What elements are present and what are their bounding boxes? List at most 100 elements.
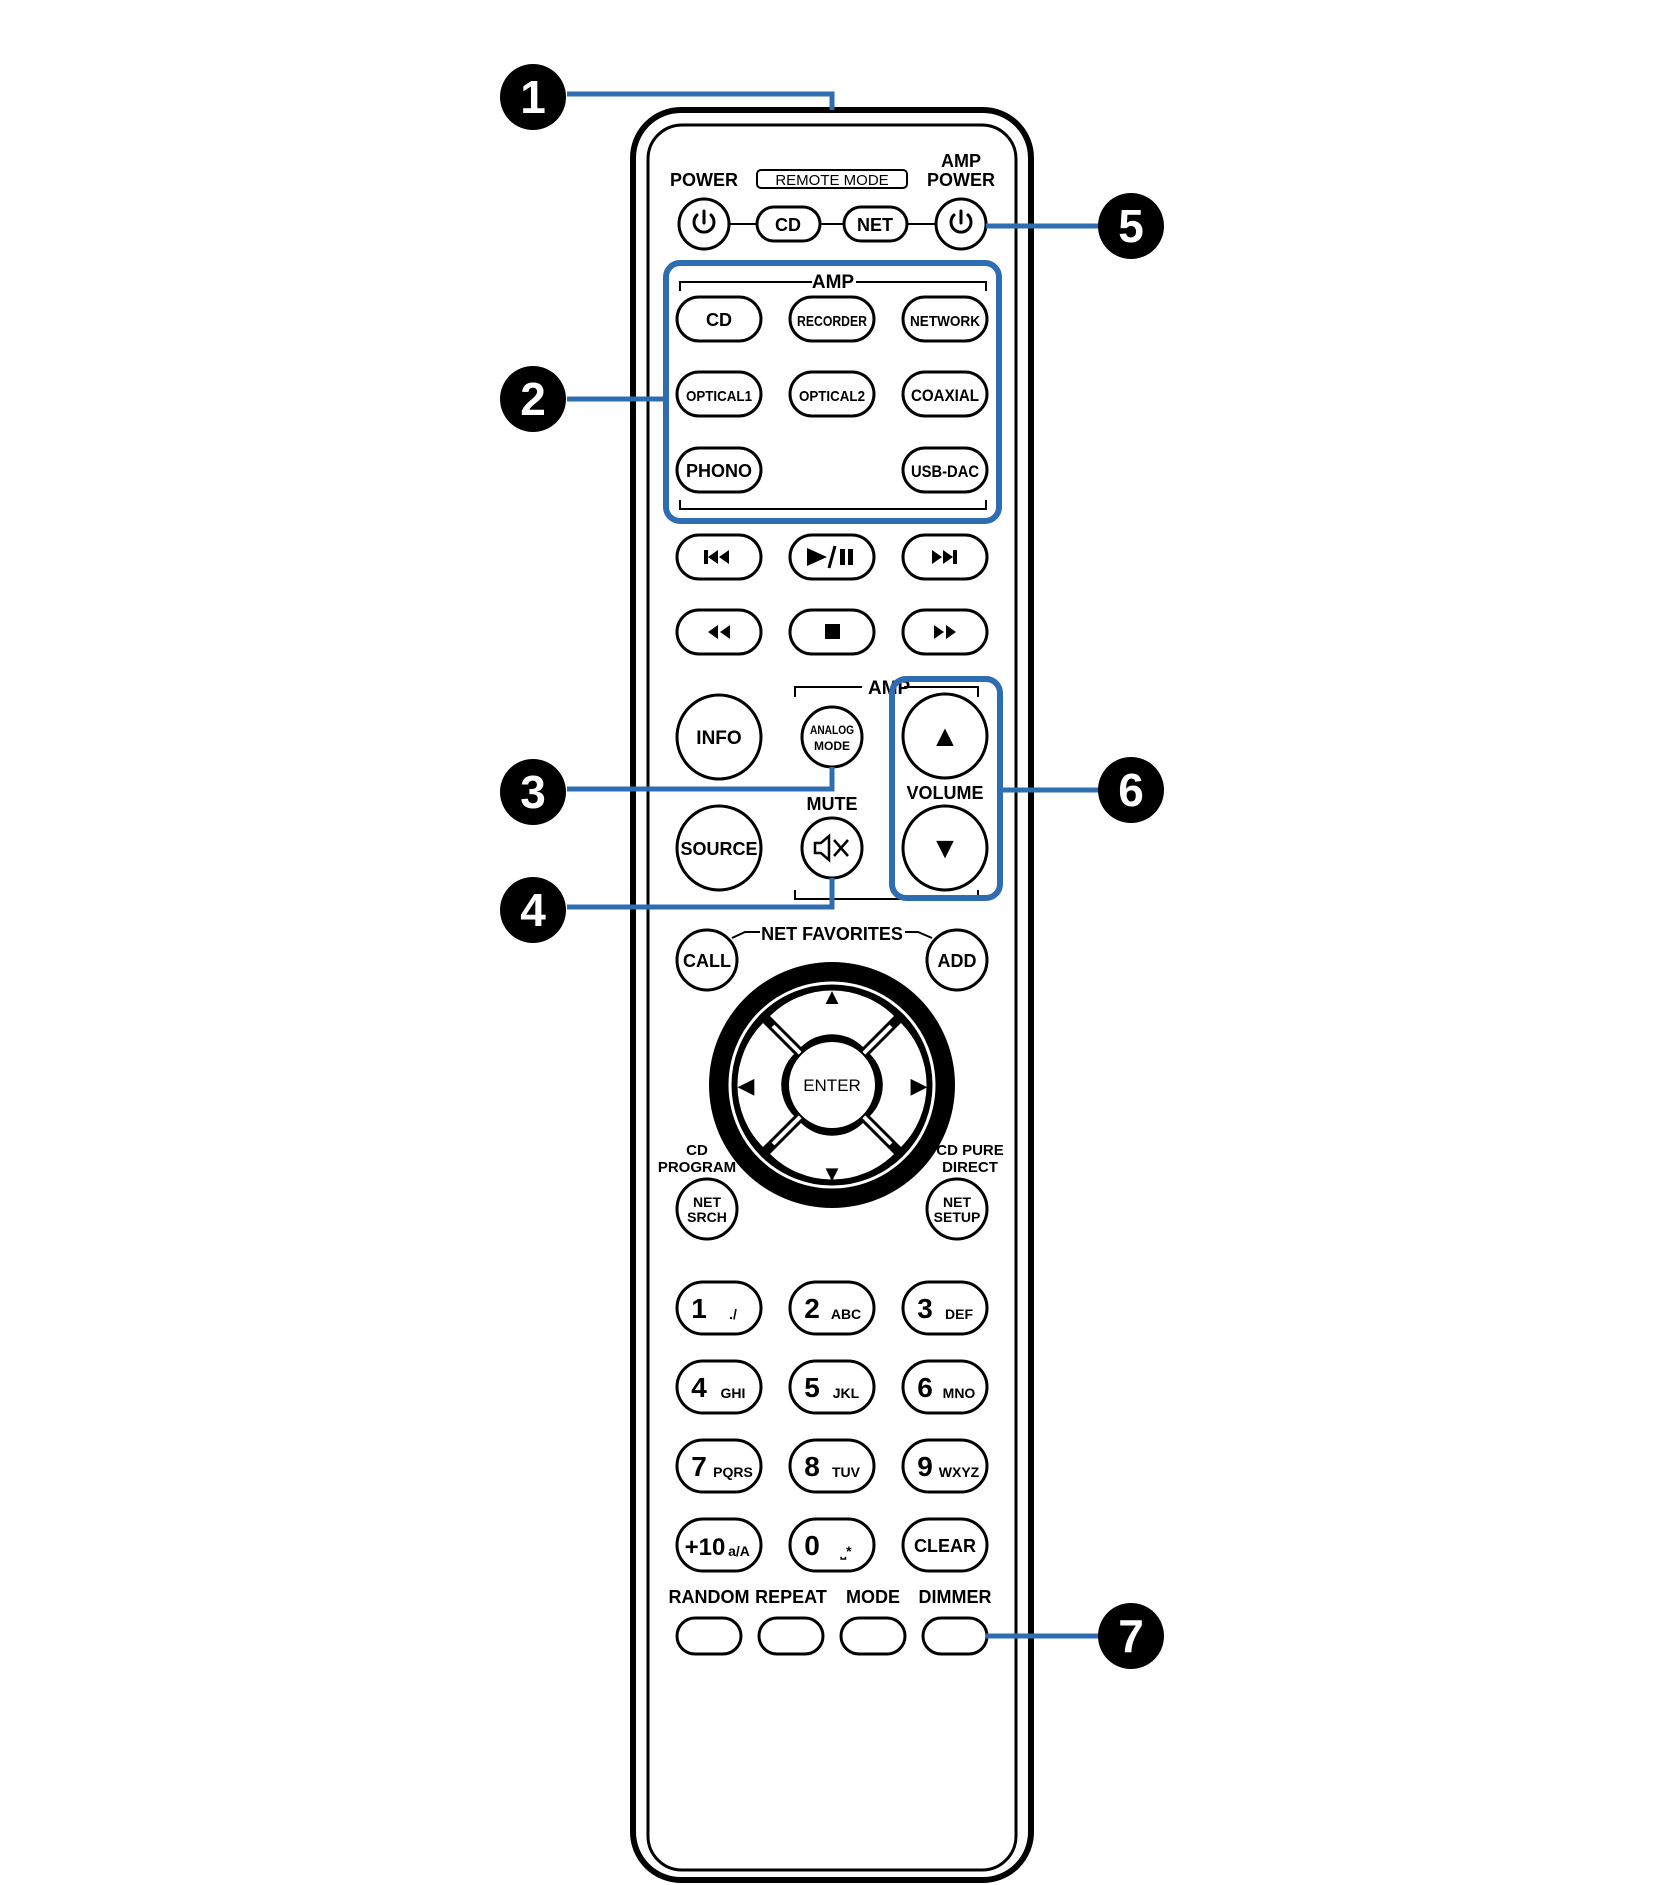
cursor-right-button[interactable]: ▶ (870, 1023, 928, 1147)
bottom-button-mode[interactable]: MODE (839, 1587, 907, 1656)
net-setup-button[interactable]: NET SETUP (925, 1177, 989, 1241)
input-optical1-label: OPTICAL1 (686, 388, 752, 405)
volume-down-icon: ▼ (930, 832, 960, 865)
number-key-1[interactable]: 1 ./ (675, 1280, 763, 1336)
play-pause-button[interactable] (788, 533, 876, 581)
cursor-left-icon: ◀ (738, 1073, 755, 1098)
cd-program-label-1: CD (686, 1142, 708, 1159)
callout-number: 5 (1118, 200, 1144, 252)
mute-label: MUTE (807, 794, 858, 814)
remote-mode-net-button[interactable]: NET (842, 205, 909, 243)
number-key-sub: TUV (832, 1464, 861, 1480)
analog-mode-label-2: MODE (814, 739, 850, 753)
input-recorder-label: RECORDER (797, 313, 867, 330)
number-key-2[interactable]: 2 ABC (788, 1280, 876, 1336)
volume-up-button[interactable]: ▲ (901, 692, 989, 780)
skip-back-button[interactable] (675, 533, 763, 581)
add-button[interactable]: ADD (925, 928, 989, 992)
number-key-sub: ./ (729, 1306, 737, 1322)
mute-button[interactable] (800, 816, 864, 880)
amp-group-bracket (679, 281, 987, 510)
call-button[interactable]: CALL (675, 928, 739, 992)
net-setup-label-1: NET (943, 1194, 971, 1210)
number-key-main: 4 (691, 1372, 707, 1403)
input-phono-button[interactable]: PHONO (675, 446, 763, 494)
bottom-button-dimmer[interactable]: DIMMER (919, 1587, 992, 1656)
remote-mode-cd-button[interactable]: CD (755, 205, 822, 243)
number-key-sub: PQRS (713, 1464, 753, 1480)
number-key-8[interactable]: 8 TUV (788, 1438, 876, 1494)
number-key-main: 8 (804, 1451, 820, 1482)
cursor-up-button[interactable]: ▲ (770, 984, 894, 1047)
callout-number: 4 (520, 884, 546, 936)
bottom-button-label: DIMMER (919, 1587, 992, 1607)
net-search-button[interactable]: NET SRCH (675, 1177, 739, 1241)
cursor-left-button[interactable]: ◀ (737, 1023, 794, 1147)
callout-5: 5 (1098, 193, 1164, 259)
amp-power-button[interactable] (934, 197, 988, 251)
fast-forward-button[interactable] (901, 608, 989, 656)
input-optical1-button[interactable]: OPTICAL1 (675, 370, 763, 418)
net-search-label-2: SRCH (687, 1209, 727, 1225)
number-key-12[interactable]: CLEAR (901, 1517, 989, 1573)
callout-1: 1 (500, 64, 566, 130)
number-key-main: 2 (804, 1293, 820, 1324)
remote-mode-net-label: NET (857, 215, 893, 235)
bottom-button-repeat[interactable]: REPEAT (755, 1587, 827, 1656)
cursor-down-button[interactable]: ▼ (770, 1123, 894, 1186)
info-label: INFO (696, 728, 741, 749)
number-key-main: 1 (691, 1293, 707, 1324)
number-key-sub: MNO (943, 1385, 976, 1401)
analog-mode-button[interactable]: ANALOG MODE (800, 705, 864, 769)
input-recorder-button[interactable]: RECORDER (788, 295, 876, 343)
cd-pure-direct-label-1: CD PURE (936, 1142, 1004, 1159)
net-setup-label-2: SETUP (934, 1209, 981, 1225)
bottom-button-random[interactable]: RANDOM (669, 1587, 750, 1656)
skip-forward-button[interactable] (901, 533, 989, 581)
stop-icon (825, 624, 840, 639)
cursor-right-icon: ▶ (911, 1073, 928, 1098)
input-coaxial-button[interactable]: COAXIAL (901, 370, 989, 418)
callout-leaders (567, 91, 1100, 1639)
remote-mode-label: REMOTE MODE (775, 172, 888, 189)
callout-number: 1 (520, 71, 546, 123)
number-key-sub: ABC (831, 1306, 861, 1322)
number-key-main: 0 (804, 1530, 820, 1561)
net-favorites-bracket (731, 931, 933, 939)
number-key-11[interactable]: 0⎵* (788, 1517, 876, 1573)
callout-7: 7 (1098, 1603, 1164, 1669)
bottom-button-label: MODE (846, 1587, 900, 1607)
stop-button[interactable] (788, 608, 876, 656)
input-usb-dac-button[interactable]: USB-DAC (901, 446, 989, 494)
skip-back-icon (704, 550, 729, 564)
volume-down-button[interactable]: ▼ (901, 804, 989, 892)
source-label: SOURCE (680, 839, 757, 859)
rewind-icon (708, 625, 730, 639)
cd-program-label-2: PROGRAM (658, 1159, 736, 1176)
input-network-button[interactable]: NETWORK (901, 295, 989, 343)
callout-number: 2 (520, 373, 546, 425)
enter-button[interactable]: ENTER (787, 1040, 877, 1130)
power-button[interactable] (677, 197, 731, 251)
add-label: ADD (938, 951, 977, 971)
remote-mode-cd-label: CD (775, 215, 801, 235)
rewind-button[interactable] (675, 608, 763, 656)
input-cd-button[interactable]: CD (675, 295, 763, 343)
number-key-sub: WXYZ (939, 1464, 980, 1480)
amp-power-icon (949, 209, 973, 234)
number-key-main: 5 (804, 1372, 820, 1403)
input-optical2-button[interactable]: OPTICAL2 (788, 370, 876, 418)
net-favorites-title: NET FAVORITES (761, 924, 903, 944)
skip-forward-icon (932, 550, 957, 564)
source-button[interactable]: SOURCE (675, 804, 763, 892)
info-button[interactable]: INFO (675, 693, 763, 781)
